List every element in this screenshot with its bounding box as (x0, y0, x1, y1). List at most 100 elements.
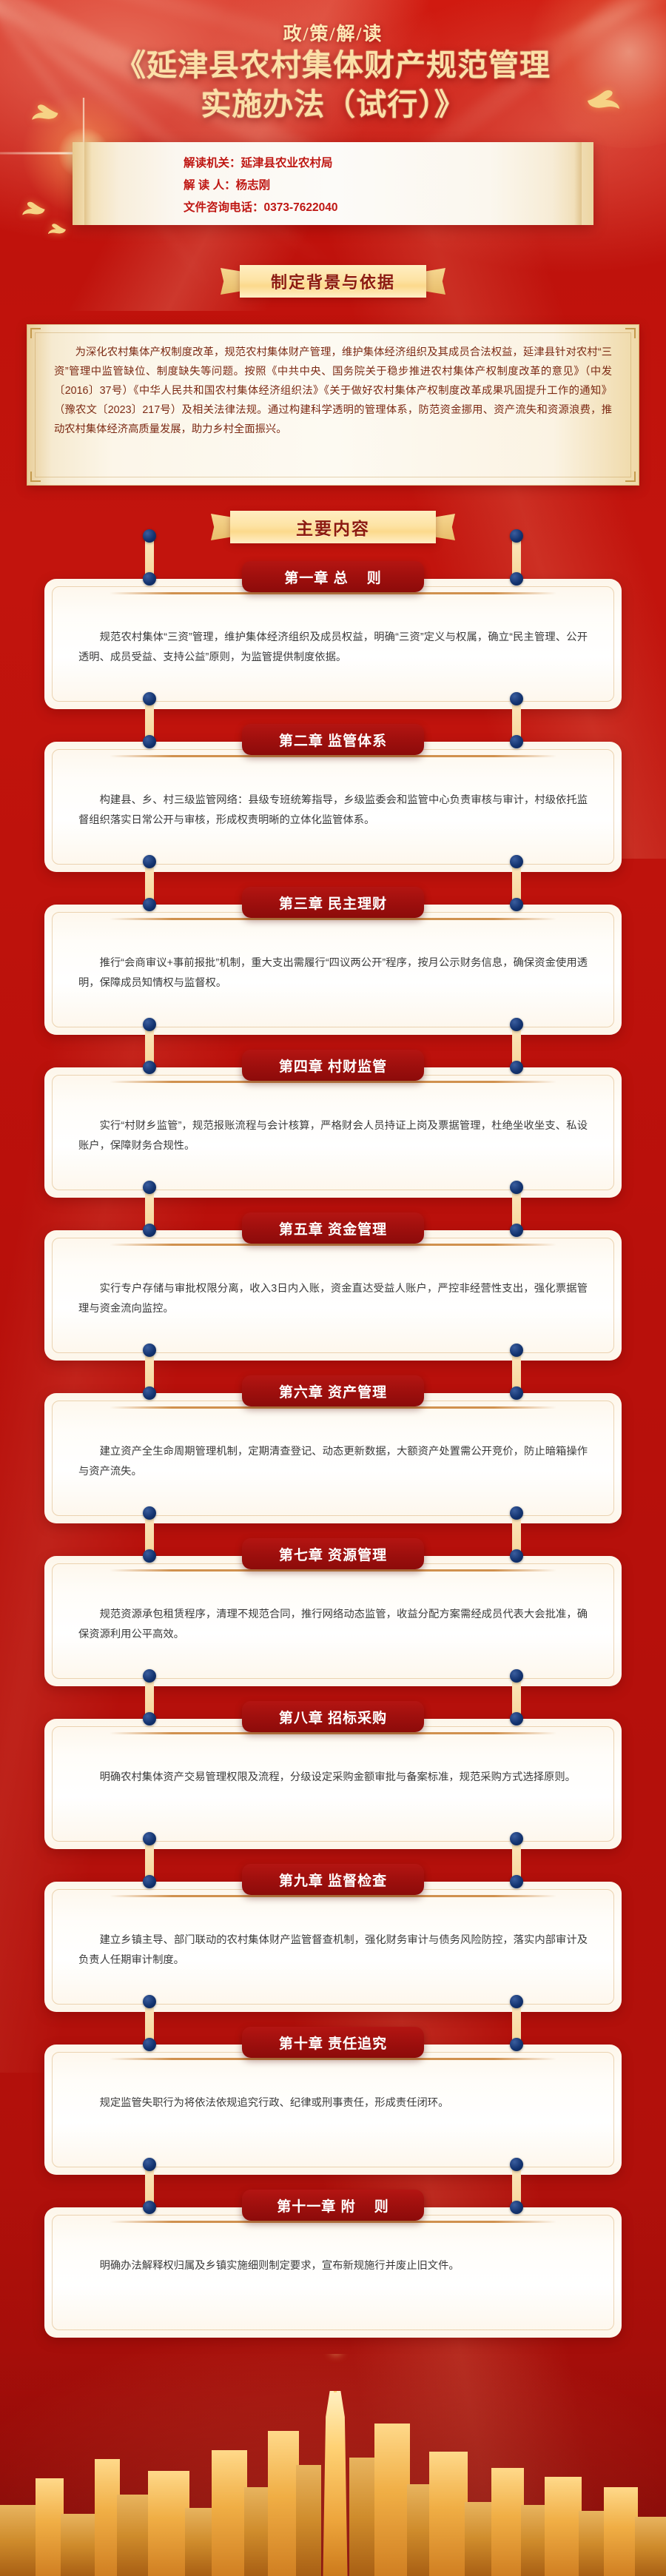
building (491, 2468, 524, 2576)
ribbon-tail-right (433, 514, 455, 540)
interpreter-name: 解 读 人：杨志刚 (184, 179, 271, 192)
chapter-card-body: 明确办法解释权归属及乡镇实施细则制定要求，宣布新规施行并废止旧文件。 (44, 2207, 622, 2338)
pin-left-icon (143, 2158, 156, 2214)
chapter-list: 规范农村集体“三资”管理，维护集体经济组织及成员权益，明确“三资”定义与权属，确… (0, 529, 666, 2354)
chapter-title-badge: 第五章 资金管理 (242, 1212, 424, 1244)
pin-right-icon (510, 1181, 523, 1237)
chapter-card: 建立资产全生命周期管理机制，定期清查登记、动态更新数据，大额资产处置需公开竞价，… (0, 1344, 666, 1540)
consult-phone: 文件咨询电话：0373-7622040 (184, 201, 338, 214)
chapter-card-body: 规范农村集体“三资”管理，维护集体经济组织及成员权益，明确“三资”定义与权属，确… (44, 579, 622, 709)
chapter-text: 建立资产全生命周期管理机制，定期清查登记、动态更新数据，大额资产处置需公开竞价，… (78, 1446, 588, 1477)
ribbon-tail-left (211, 514, 233, 540)
chapter-card: 建立乡镇主导、部门联动的农村集体财产监管督查机制，强化财务审计与债务风险防控，落… (0, 1832, 666, 2028)
ribbon-tail-left (221, 268, 243, 295)
chapter-card: 规定监管失职行为将依法依规追究行政、纪律或刑事责任，形成责任闭环。 第十章 责任追… (0, 1995, 666, 2191)
page-title-line1: 《延津县农村集体财产规范管理 (115, 48, 551, 82)
chapter-title-badge: 第十一章 附 则 (242, 2190, 424, 2221)
pin-left-icon (143, 1181, 156, 1237)
section-ribbon-main: 主要内容 (211, 511, 455, 543)
ribbon-body (240, 265, 426, 298)
building (117, 2495, 151, 2576)
chapter-card: 规范资源承包租赁程序，清理不规范合同，推行网络动态监管，收益分配方案需经成员代表… (0, 1506, 666, 1703)
background-panel: 为深化农村集体产权制度改革，规范农村集体财产管理，维护集体经济组织及其成员合法权… (27, 324, 639, 486)
chapter-title-badge: 第三章 民主理财 (242, 887, 424, 918)
pin-right-icon (510, 2158, 523, 2214)
chapter-divider (110, 1569, 556, 1572)
section-ribbon-background: 制定背景与依据 (221, 265, 445, 298)
corner-ornament (30, 328, 41, 338)
pin-left-icon (143, 1344, 156, 1400)
section-ribbon-label: 主要内容 (296, 519, 370, 538)
section-ribbon-label: 制定背景与依据 (270, 273, 395, 292)
pin-left-icon (143, 1832, 156, 1888)
building (465, 2502, 494, 2576)
corner-ornament (625, 472, 636, 482)
chapter-divider (110, 1081, 556, 1083)
chapter-card-body: 规定监管失职行为将依法依规追究行政、纪律或刑事责任，形成责任闭环。 (44, 2045, 622, 2175)
interpreting-agency: 解读机关：延津县农业农村局 (184, 157, 333, 170)
pin-right-icon (510, 1832, 523, 1888)
chapter-card-body: 建立资产全生命周期管理机制，定期清查登记、动态更新数据，大额资产处置需公开竞价，… (44, 1393, 622, 1523)
chapter-card: 推行“会商审议+事前报批”机制，重大支出需履行“四议两公开”程序，按月公示财务信… (0, 855, 666, 1051)
chapter-divider (110, 592, 556, 594)
chapter-title-badge: 第九章 监督检查 (242, 1864, 424, 1895)
pin-left-icon (143, 1669, 156, 1725)
pin-right-icon (510, 1018, 523, 1074)
building (244, 2487, 271, 2576)
chapter-divider (110, 918, 556, 920)
ribbon-body (230, 511, 436, 543)
building (545, 2477, 582, 2576)
building (407, 2484, 432, 2576)
building (349, 2458, 377, 2576)
pin-right-icon (510, 1344, 523, 1400)
chapter-divider (110, 2221, 556, 2223)
chapter-text: 实行“村财乡监管”，规范报账流程与会计核算，严格财会人员持证上岗及票据管理，杜绝… (78, 1120, 588, 1152)
landmark-tower (323, 2391, 348, 2576)
corner-ornament (625, 328, 636, 338)
kicker-label: 政/策/解/读 (283, 24, 383, 44)
building (0, 2505, 40, 2576)
chapter-card: 明确农村集体资产交易管理权限及流程，分级设定采购金额审批与备案标准，规范采购方式… (0, 1669, 666, 1865)
chapter-card-body: 推行“会商审议+事前报批”机制，重大支出需履行“四议两公开”程序，按月公示财务信… (44, 905, 622, 1035)
chapter-title-badge: 第十章 责任追究 (242, 2027, 424, 2058)
pin-right-icon (510, 855, 523, 911)
footer-skyline (0, 2354, 666, 2576)
pin-right-icon (510, 692, 523, 748)
pin-right-icon (510, 1506, 523, 1563)
dove-icon (44, 222, 67, 236)
corner-ornament (30, 472, 41, 482)
chapter-divider (110, 1406, 556, 1409)
building (374, 2424, 410, 2576)
chapter-text: 实行专户存储与审批权限分离，收入3日内入账，资金直达受益人账户，严控非经营性支出… (78, 1283, 588, 1315)
interpreter-info-lines: 解读机关：延津县农业农村局 解 读 人：杨志刚 文件咨询电话：0373-7622… (184, 152, 564, 219)
pin-left-icon (143, 529, 156, 586)
chapter-text: 建立乡镇主导、部门联动的农村集体财产监管督查机制，强化财务审计与债务风险防控，落… (78, 1934, 588, 1966)
chapter-text: 规定监管失职行为将依法依规追究行政、纪律或刑事责任，形成责任闭环。 (99, 2097, 449, 2109)
chapter-title-badge: 第二章 监管体系 (242, 724, 424, 755)
chapter-divider (110, 2058, 556, 2060)
building (185, 2508, 215, 2576)
building (36, 2478, 64, 2576)
chapter-text: 构建县、乡、村三级监管网络：县级专班统筹指导，乡级监委会和监管中心负责审核与审计… (78, 794, 588, 826)
chapter-title-badge: 第一章 总 则 (242, 561, 424, 592)
building (521, 2505, 548, 2576)
pin-left-icon (143, 1506, 156, 1563)
tower-spire (334, 2391, 337, 2392)
building (579, 2511, 607, 2576)
chapter-divider (110, 1895, 556, 1897)
page-title-line2: 实施办法（试行）》 (201, 87, 465, 122)
chapter-text: 规范资源承包租赁程序，清理不规范合同，推行网络动态监管，收益分配方案需经成员代表… (78, 1609, 588, 1640)
chapter-card-body: 实行专户存储与审批权限分离，收入3日内入账，资金直达受益人账户，严控非经营性支出… (44, 1230, 622, 1361)
chapter-card-body: 规范资源承包租赁程序，清理不规范合同，推行网络动态监管，收益分配方案需经成员代表… (44, 1556, 622, 1686)
building (604, 2487, 638, 2576)
chapter-divider (110, 1732, 556, 1734)
chapter-card-body: 明确农村集体资产交易管理权限及流程，分级设定采购金额审批与备案标准，规范采购方式… (44, 1719, 622, 1849)
chapter-title-badge: 第四章 村财监管 (242, 1050, 424, 1081)
panel-inner-border (35, 332, 631, 477)
chapter-card-body: 构建县、乡、村三级监管网络：县级专班统筹指导，乡级监委会和监管中心负责审核与审计… (44, 742, 622, 872)
chapter-divider (110, 755, 556, 757)
chapter-text: 明确农村集体资产交易管理权限及流程，分级设定采购金额审批与备案标准，规范采购方式… (99, 1771, 576, 1783)
chapter-card-body: 实行“村财乡监管”，规范报账流程与会计核算，严格财会人员持证上岗及票据管理，杜绝… (44, 1067, 622, 1198)
chapter-card: 实行“村财乡监管”，规范报账流程与会计核算，严格财会人员持证上岗及票据管理，杜绝… (0, 1018, 666, 1214)
